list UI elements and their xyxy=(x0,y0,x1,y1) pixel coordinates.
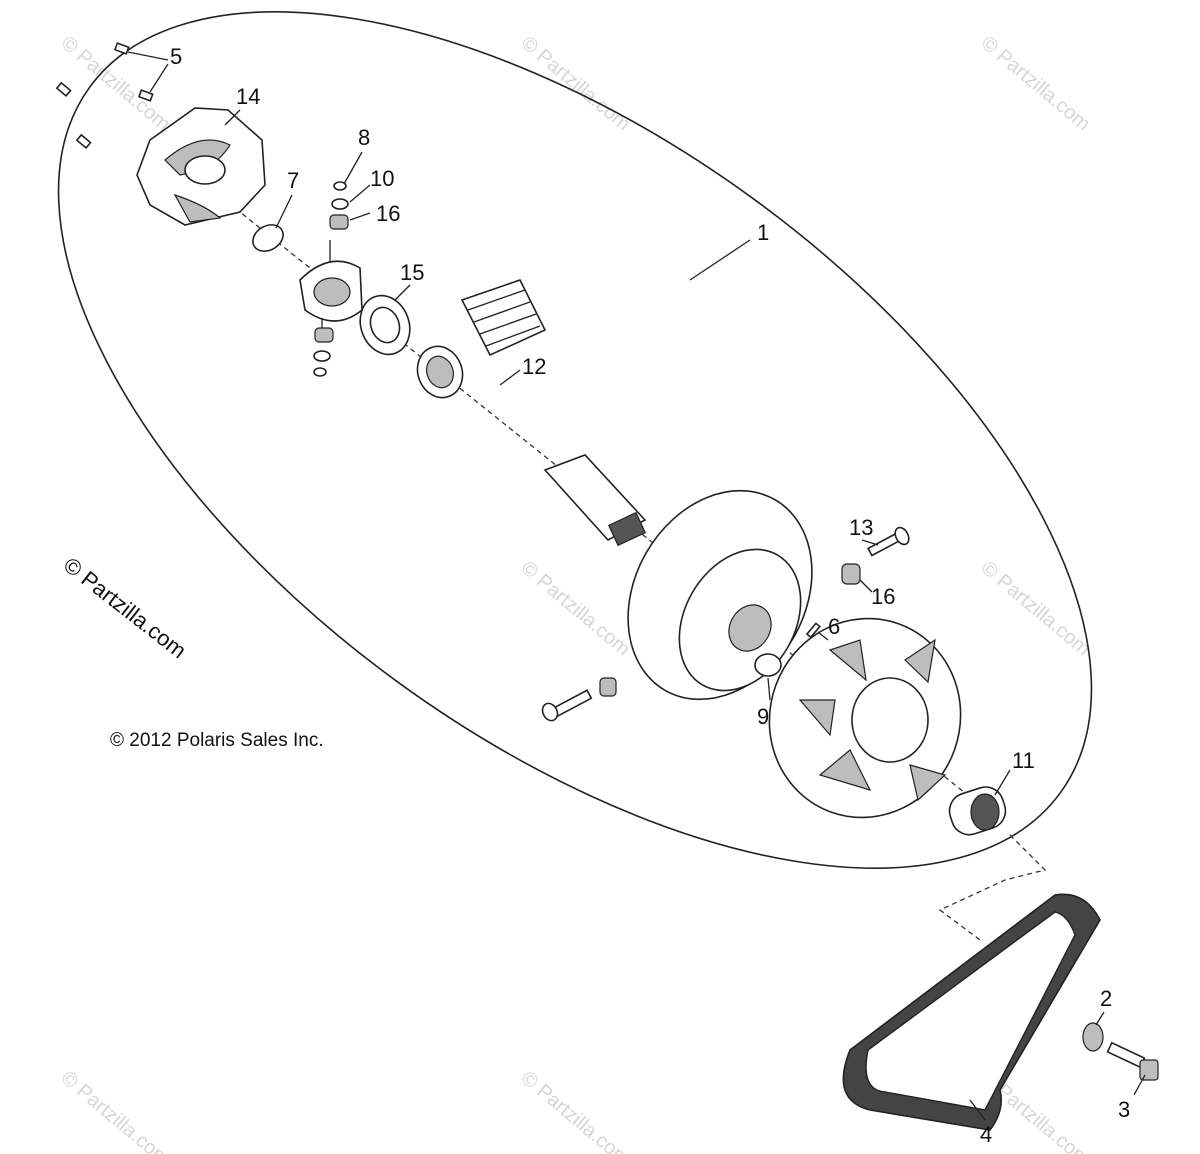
cover-part-14 xyxy=(136,107,266,226)
callout-13: 13 xyxy=(849,515,873,540)
sheave-disk xyxy=(627,489,813,701)
pin-part-13 xyxy=(867,526,910,557)
pin-part-6 xyxy=(805,622,821,639)
callout-7: 7 xyxy=(287,168,299,193)
callout-4: 4 xyxy=(980,1122,992,1147)
callout-12: 12 xyxy=(522,354,546,379)
watermark: © Partzilla.com xyxy=(517,1067,634,1154)
callout-3: 3 xyxy=(1118,1097,1130,1122)
watermark: © Partzilla.com xyxy=(977,32,1094,135)
callout-2: 2 xyxy=(1100,986,1112,1011)
pin-left xyxy=(541,677,617,722)
watermark: © Partzilla.com xyxy=(977,557,1094,660)
callout-8: 8 xyxy=(358,125,370,150)
watermark: © Partzilla.com xyxy=(517,32,634,135)
drive-belt-part-4 xyxy=(842,893,1101,1131)
callout-16-top: 16 xyxy=(376,201,400,226)
watermark: © Partzilla.com xyxy=(57,1067,174,1154)
roller-stack xyxy=(313,181,349,377)
spring-part-12 xyxy=(460,279,547,357)
bolt-part-3 xyxy=(1106,1041,1159,1081)
screws xyxy=(55,42,154,150)
watermark: © Partzilla.com xyxy=(517,557,634,660)
belt-link-line xyxy=(938,834,1047,941)
callout-1: 1 xyxy=(757,220,769,245)
assembly-boundary-ellipse xyxy=(57,11,1093,869)
snap-ring-part-9 xyxy=(754,653,782,677)
callout-15: 15 xyxy=(400,260,424,285)
copyright-text: © 2012 Polaris Sales Inc. xyxy=(110,730,324,751)
leader-lines xyxy=(127,51,1146,1121)
gear-washer-part-15 xyxy=(359,294,411,356)
callouts: 5 14 8 7 10 16 1 15 12 13 16 6 9 11 2 3 … xyxy=(170,44,1130,1147)
callout-11: 11 xyxy=(1012,748,1035,773)
callout-6: 6 xyxy=(828,614,840,639)
callout-9: 9 xyxy=(757,704,769,729)
snap-ring-part-7 xyxy=(252,224,284,252)
fixed-sheave xyxy=(768,617,962,819)
callout-16-right: 16 xyxy=(871,584,895,609)
callout-10: 10 xyxy=(370,166,394,191)
brand-text: © Partzilla.com xyxy=(59,552,191,663)
callout-14: 14 xyxy=(236,84,260,109)
bushing xyxy=(416,345,464,399)
callout-5: 5 xyxy=(170,44,182,69)
washer-part-2 xyxy=(1082,1022,1104,1052)
spider-assembly xyxy=(299,240,363,332)
bearing-part-11 xyxy=(948,786,1007,836)
shaft xyxy=(543,454,647,547)
roller-part-16-right xyxy=(841,563,861,585)
